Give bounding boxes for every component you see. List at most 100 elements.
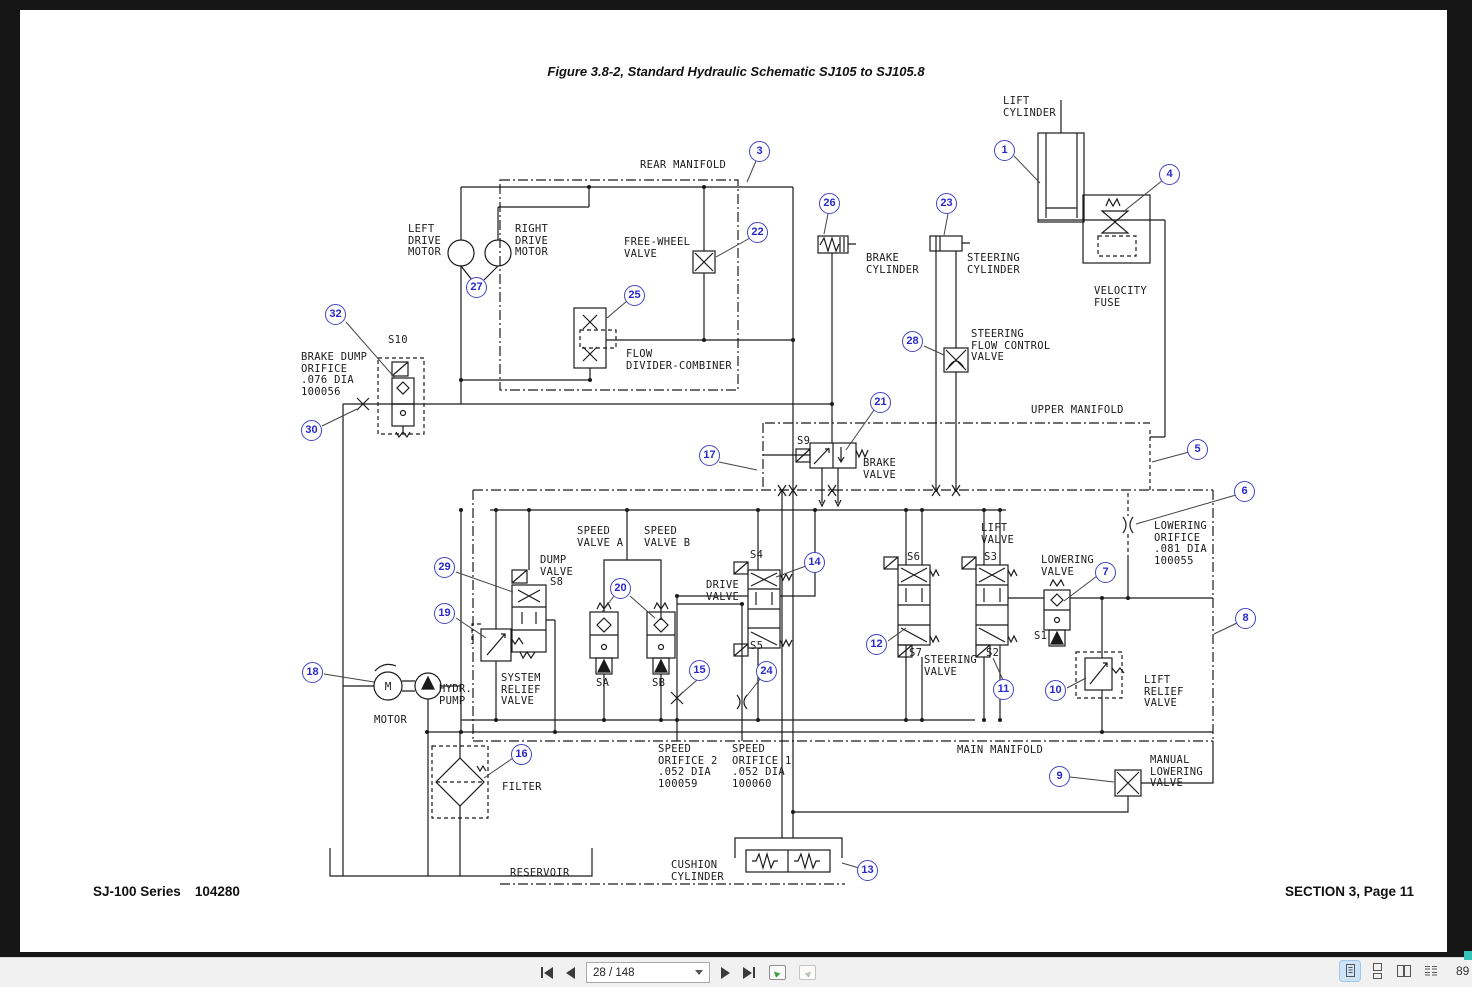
footer-right: SECTION 3, Page 11 [1285, 884, 1415, 899]
label-drive-valve: DRIVE VALVE [706, 579, 740, 603]
single-page-view-button[interactable] [1339, 960, 1361, 982]
facing-continuous-view-button[interactable] [1421, 961, 1441, 981]
balloon-18: 18 [302, 662, 323, 683]
first-page-arrow-icon [544, 966, 553, 979]
label-filter: FILTER [502, 781, 542, 793]
label-lift-cylinder: LIFT CYLINDER [1003, 95, 1056, 119]
continuous-view-icon [1373, 963, 1382, 979]
last-page-button[interactable] [741, 965, 758, 981]
label-flow-divider: FLOW DIVIDER-COMBINER [626, 348, 732, 372]
label-right-drive-motor: RIGHT DRIVE MOTOR [515, 223, 549, 258]
continuous-view-button[interactable] [1367, 961, 1387, 981]
label-system-relief-valve: SYSTEM RELIEF VALVE [501, 672, 541, 707]
first-page-icon [541, 967, 543, 978]
label-reservoir: RESERVOIR [510, 867, 570, 879]
previous-view-icon [769, 965, 786, 980]
page-dropdown-caret-icon[interactable] [695, 970, 703, 975]
zoom-level-text[interactable]: 89 [1456, 964, 1470, 978]
balloon-26: 26 [819, 193, 840, 214]
balloon-10: 10 [1045, 680, 1066, 701]
next-view-icon [799, 965, 816, 980]
balloon-15: 15 [689, 660, 710, 681]
previous-page-button[interactable] [564, 965, 577, 981]
label-upper-manifold: UPPER MANIFOLD [1031, 404, 1124, 416]
footer-part-number: 104280 [194, 884, 240, 899]
balloon-20: 20 [610, 578, 631, 599]
balloon-17: 17 [699, 445, 720, 466]
balloon-3: 3 [749, 141, 770, 162]
label-main-manifold: MAIN MANIFOLD [957, 744, 1044, 756]
next-view-button[interactable] [797, 963, 818, 982]
balloon-13: 13 [857, 860, 878, 881]
facing-view-icon [1397, 965, 1411, 977]
balloon-21: 21 [870, 392, 891, 413]
balloon-27: 27 [466, 277, 487, 298]
label-lowering-valve: LOWERING VALVE [1041, 554, 1094, 578]
facing-view-button[interactable] [1394, 961, 1414, 981]
label-s9: S9 [797, 435, 811, 447]
balloon-30: 30 [301, 420, 322, 441]
balloon-25: 25 [624, 285, 645, 306]
label-lift-valve: LIFT VALVE [981, 522, 1015, 546]
balloon-24: 24 [756, 661, 777, 682]
label-sa: SA [596, 677, 610, 689]
balloon-23: 23 [936, 193, 957, 214]
previous-view-button[interactable] [767, 963, 788, 982]
pdf-toolbar: 28 / 148 89 [0, 957, 1472, 987]
label-steering-cylinder: STEERING CYLINDER [967, 252, 1020, 276]
last-page-icon [753, 967, 755, 978]
label-free-wheel-valve: FREE-WHEEL VALVE [624, 236, 691, 260]
label-manual-lowering-valve: MANUAL LOWERING VALVE [1150, 754, 1203, 789]
balloon-16: 16 [511, 744, 532, 765]
balloon-14: 14 [804, 552, 825, 573]
page-view-modes [1339, 960, 1441, 982]
balloon-28: 28 [902, 331, 923, 352]
page-navigation: 28 / 148 [538, 958, 818, 987]
scroll-accent-marker [1464, 951, 1472, 960]
label-s1: S1 [1034, 630, 1048, 642]
balloon-6: 6 [1234, 481, 1255, 502]
balloon-12: 12 [866, 634, 887, 655]
balloon-8: 8 [1235, 608, 1256, 629]
footer-left: SJ-100 Series 104280 [93, 884, 240, 899]
page-indicator: 28 / 148 [593, 966, 635, 979]
balloon-9: 9 [1049, 766, 1070, 787]
label-s4: S4 [750, 549, 764, 561]
label-brake-dump-orifice: BRAKE DUMP ORIFICE .076 DIA 100056 [301, 351, 368, 398]
balloon-1: 1 [994, 140, 1015, 161]
label-speed-orifice-1: SPEED ORIFICE 1 .052 DIA 100060 [732, 743, 792, 790]
label-s3: S3 [984, 551, 998, 563]
balloon-22: 22 [747, 222, 768, 243]
balloon-5: 5 [1187, 439, 1208, 460]
previous-page-icon [566, 966, 575, 979]
label-s2: S2 [986, 647, 1000, 659]
document-page [20, 10, 1447, 952]
next-page-button[interactable] [719, 965, 732, 981]
label-motor: MOTOR [374, 714, 408, 726]
single-page-icon [1346, 964, 1355, 977]
label-lift-relief-valve: LIFT RELIEF VALVE [1144, 674, 1184, 709]
balloon-4: 4 [1159, 164, 1180, 185]
label-s8: S8 [550, 576, 564, 588]
label-speed-orifice-2: SPEED ORIFICE 2 .052 DIA 100059 [658, 743, 718, 790]
label-dump-valve: DUMP VALVE [540, 554, 574, 578]
facing-continuous-view-icon [1425, 966, 1437, 976]
label-cushion-cylinder: CUSHION CYLINDER [671, 859, 724, 883]
label-hydr-pump: HYDR. PUMP [439, 683, 473, 707]
footer-series: SJ-100 Series [93, 884, 181, 899]
balloon-7: 7 [1095, 562, 1116, 583]
page-number-input[interactable]: 28 / 148 [586, 962, 710, 983]
balloon-29: 29 [434, 557, 455, 578]
label-s6: S6 [907, 551, 921, 563]
label-brake-valve: BRAKE VALVE [863, 457, 897, 481]
label-speed-valve-b: SPEED VALVE B [644, 525, 691, 549]
label-left-drive-motor: LEFT DRIVE MOTOR [408, 223, 442, 258]
first-page-button[interactable] [538, 965, 555, 981]
balloon-19: 19 [434, 603, 455, 624]
balloon-11: 11 [993, 679, 1014, 700]
label-brake-cylinder: BRAKE CYLINDER [866, 252, 919, 276]
next-page-icon [721, 966, 730, 979]
label-velocity-fuse: VELOCITY FUSE [1094, 285, 1147, 309]
label-s5: S5 [750, 640, 764, 652]
